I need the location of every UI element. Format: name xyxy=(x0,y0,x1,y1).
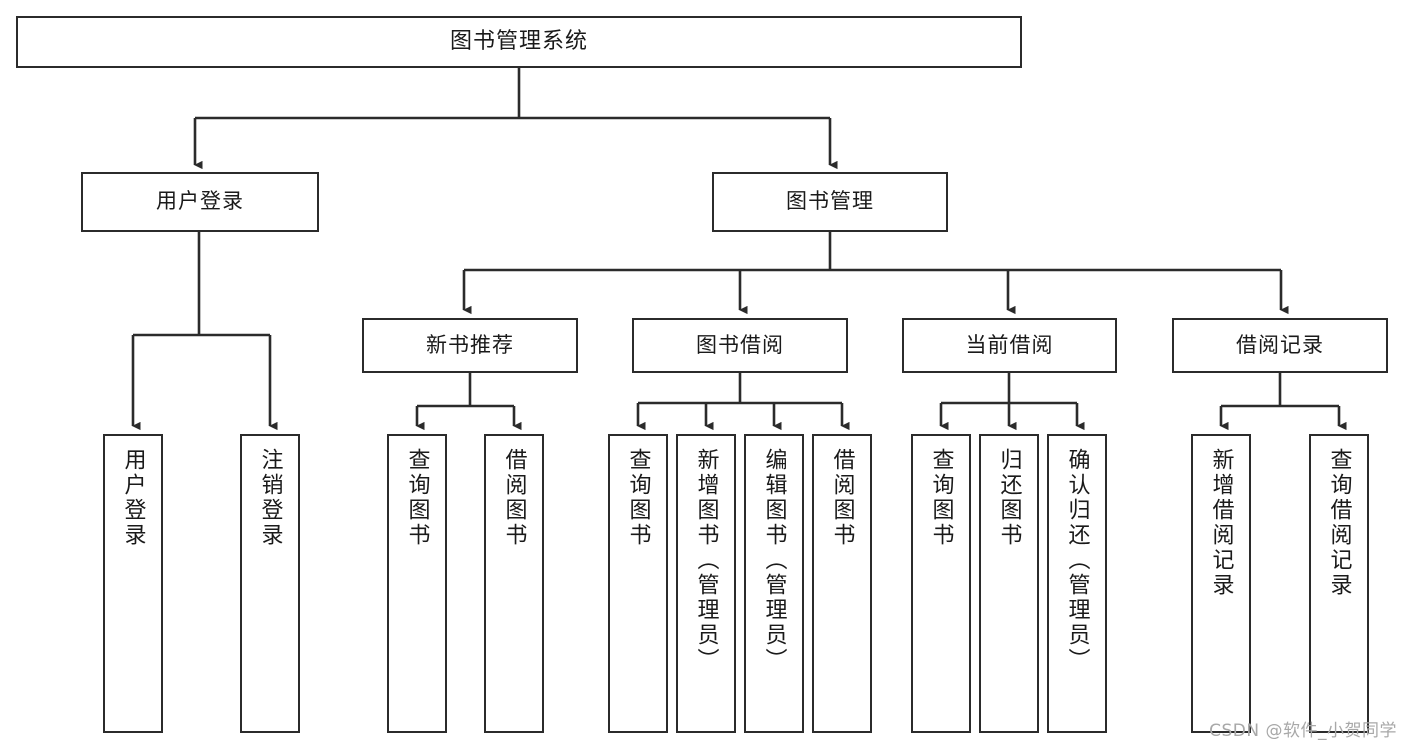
node-label: 用户登录 xyxy=(156,189,244,214)
node-label: 图书管理系统 xyxy=(449,28,588,54)
leaf-book-borrow-add-book-admin[interactable]: 新增图书（管理员） xyxy=(676,434,736,733)
node-label: 图书借阅 xyxy=(696,332,784,357)
leaf-label: 借阅图书 xyxy=(501,448,527,548)
node-label: 新书推荐 xyxy=(426,332,514,357)
leaf-label: 借阅图书 xyxy=(829,448,855,548)
leaf-new-book-query-book[interactable]: 查询图书 xyxy=(387,434,447,733)
leaf-borrow-record-query-record[interactable]: 查询借阅记录 xyxy=(1309,434,1369,733)
node-new-book-recommend[interactable]: 新书推荐 xyxy=(362,318,578,373)
leaf-label: 归还图书 xyxy=(996,448,1022,548)
node-current-borrow[interactable]: 当前借阅 xyxy=(902,318,1117,373)
node-book-borrow[interactable]: 图书借阅 xyxy=(632,318,848,373)
leaf-current-borrow-return-book[interactable]: 归还图书 xyxy=(979,434,1039,733)
leaf-label: 用户登录 xyxy=(120,448,146,548)
leaf-new-book-borrow-book[interactable]: 借阅图书 xyxy=(484,434,544,733)
leaf-label: 确认归还（管理员） xyxy=(1064,448,1090,673)
leaf-label: 查询图书 xyxy=(928,448,954,548)
leaf-user-login-logout[interactable]: 注销登录 xyxy=(240,434,300,733)
node-label: 图书管理 xyxy=(786,189,874,214)
leaf-label: 注销登录 xyxy=(257,448,283,548)
node-label: 借阅记录 xyxy=(1236,332,1324,357)
leaf-current-borrow-confirm-return-admin[interactable]: 确认归还（管理员） xyxy=(1047,434,1107,733)
leaf-book-borrow-edit-book-admin[interactable]: 编辑图书（管理员） xyxy=(744,434,804,733)
node-user-login[interactable]: 用户登录 xyxy=(81,172,319,232)
node-label: 当前借阅 xyxy=(965,332,1054,357)
node-borrow-record[interactable]: 借阅记录 xyxy=(1172,318,1388,373)
leaf-book-borrow-borrow-book[interactable]: 借阅图书 xyxy=(812,434,872,733)
csdn-watermark: CSDN @软件_小贺同学 xyxy=(1209,721,1397,741)
leaf-label: 查询图书 xyxy=(404,448,430,548)
node-book-management[interactable]: 图书管理 xyxy=(712,172,948,232)
leaf-borrow-record-add-record[interactable]: 新增借阅记录 xyxy=(1191,434,1251,733)
leaf-label: 新增借阅记录 xyxy=(1208,448,1234,598)
leaf-label: 编辑图书（管理员） xyxy=(761,448,787,673)
leaf-current-borrow-query-book[interactable]: 查询图书 xyxy=(911,434,971,733)
leaf-user-login-login[interactable]: 用户登录 xyxy=(103,434,163,733)
leaf-label: 查询借阅记录 xyxy=(1326,448,1352,598)
leaf-label: 查询图书 xyxy=(625,448,651,548)
node-root-book-management-system[interactable]: 图书管理系统 xyxy=(16,16,1022,68)
leaf-book-borrow-query-book[interactable]: 查询图书 xyxy=(608,434,668,733)
leaf-label: 新增图书（管理员） xyxy=(693,448,719,673)
